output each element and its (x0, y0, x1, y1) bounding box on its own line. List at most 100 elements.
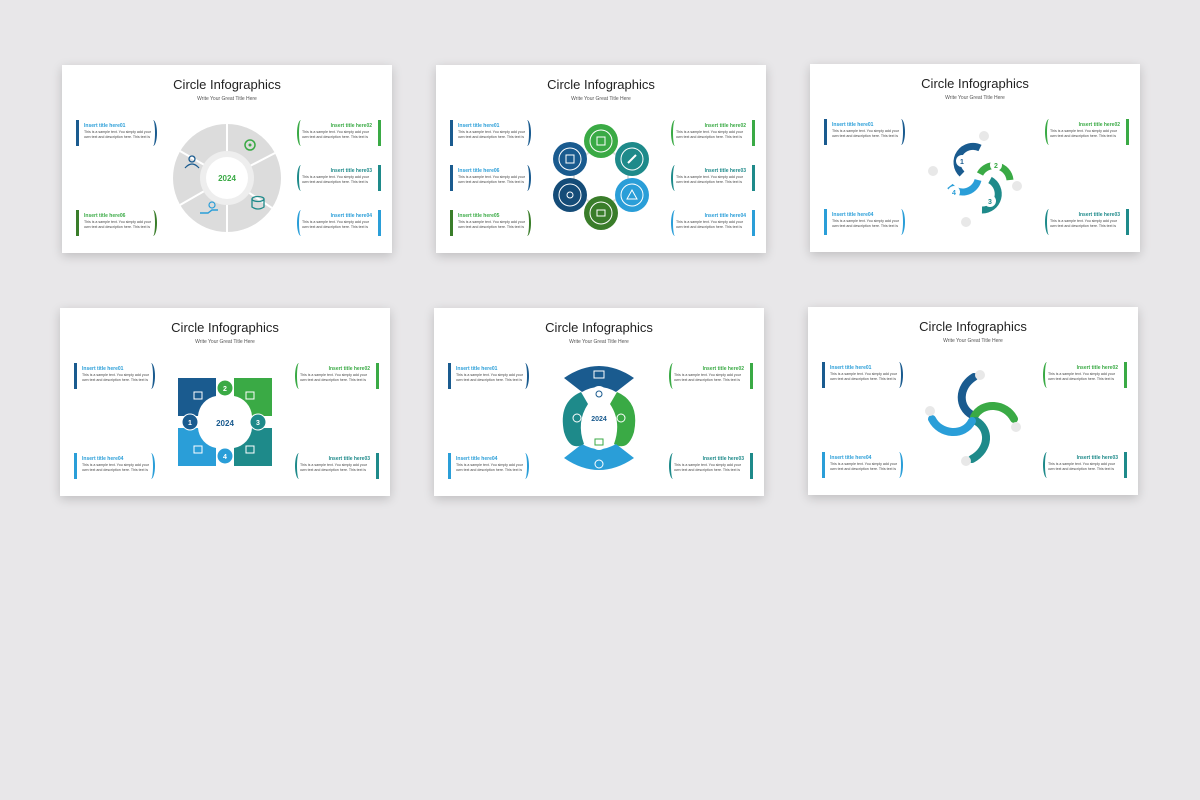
center-disc (206, 157, 248, 199)
bracket-decoration (297, 165, 305, 191)
callout-heading: Insert title here03 (1078, 212, 1120, 218)
callout-02: Insert title here02 This is a sample tex… (1043, 362, 1127, 388)
bracket-decoration (149, 120, 157, 146)
callout-01: Insert title here01 This is a sample tex… (74, 363, 155, 389)
circle-node-2 (615, 142, 649, 176)
bracket-decoration (297, 120, 305, 146)
bracket-decoration (1043, 452, 1051, 478)
slide-6[interactable]: Circle Infographics Write Your Great Tit… (808, 307, 1138, 495)
callout-text: This is a sample text. You simply add yo… (456, 463, 523, 472)
segment-left (562, 392, 588, 447)
slide-title: Circle Infographics (545, 320, 653, 335)
swirl-arm-1 (957, 373, 978, 419)
laptop-icon (593, 370, 605, 379)
shield-icon (616, 413, 626, 423)
callout-heading: Insert title here04 (82, 456, 124, 462)
team-icon (595, 390, 603, 398)
callout-text: This is a sample text. You simply add yo… (1050, 219, 1117, 228)
callout-text: This is a sample text. You simply add yo… (458, 130, 525, 139)
callout-04: Insert title here04 This is a sample tex… (824, 209, 905, 235)
settings-icon (1011, 422, 1021, 432)
gear-icon (594, 459, 604, 469)
bracket-decoration (897, 209, 905, 235)
swirl-arm-4 (928, 415, 976, 436)
camera-icon (961, 456, 971, 466)
bracket-decoration (897, 119, 905, 145)
bracket-decoration (1043, 362, 1051, 388)
callout-04: Insert title here04 This is a sample tex… (822, 452, 903, 478)
step-number: 1 (188, 420, 192, 427)
bracket-decoration (523, 165, 531, 191)
callout-text: This is a sample text. You simply add yo… (82, 373, 149, 382)
chat-icon (572, 413, 582, 423)
chart-icon (245, 445, 255, 454)
callout-text: This is a sample text. You simply add yo… (458, 175, 525, 184)
callout-01: Insert title here01 This is a sample tex… (76, 120, 157, 146)
callout-04: Insert title here04 This is a sample tex… (74, 453, 155, 479)
callout-heading: Insert title here03 (704, 168, 746, 174)
callout-01: Insert title here01 This is a sample tex… (450, 120, 531, 146)
callout-text: This is a sample text. You simply add yo… (458, 220, 525, 229)
callout-text: This is a sample text. You simply add yo… (300, 373, 367, 382)
center-year: 2024 (216, 419, 234, 428)
callout-heading: Insert title here03 (330, 168, 372, 174)
callout-text: This is a sample text. You simply add yo… (1048, 462, 1115, 471)
callout-text: This is a sample text. You simply add yo… (300, 463, 367, 472)
callout-06: Insert title here06 This is a sample tex… (76, 210, 157, 236)
circle-node-4 (584, 196, 618, 230)
slide-4[interactable]: Circle Infographics Write Your Great Tit… (60, 308, 390, 496)
document-icon (596, 136, 606, 146)
slide-2[interactable]: Circle Infographics Write Your Great Tit… (436, 65, 766, 253)
block-3 (234, 428, 272, 466)
location-pin-icon (244, 139, 256, 151)
bracket-decoration (895, 452, 903, 478)
callout-04: Insert title here04 This is a sample tex… (671, 210, 755, 236)
callout-03: Insert title here03 This is a sample tex… (1045, 209, 1129, 235)
interlocking-arcs-graphic: 1 2 3 4 (928, 131, 1022, 227)
database-check-icon (251, 195, 265, 210)
building-icon (565, 154, 575, 164)
callout-04: Insert title here04 This is a sample tex… (448, 453, 529, 479)
bracket-decoration (297, 210, 305, 236)
slide-subtitle: Write Your Great Title Here (571, 96, 631, 102)
callout-02: Insert title here02 This is a sample tex… (669, 363, 753, 389)
slide-5[interactable]: Circle Infographics Write Your Great Tit… (434, 308, 764, 496)
slide-3[interactable]: Circle Infographics Write Your Great Tit… (810, 64, 1140, 252)
callout-02: Insert title here02 This is a sample tex… (295, 363, 379, 389)
slide-1[interactable]: Circle Infographics Write Your Great Tit… (62, 65, 392, 253)
slide-title: Circle Infographics (547, 77, 655, 92)
settings-icon (1012, 181, 1022, 191)
callout-02: Insert title here02 This is a sample tex… (671, 120, 755, 146)
callout-heading: Insert title here01 (458, 123, 500, 129)
callout-heading: Insert title here01 (82, 366, 124, 372)
globe-icon (925, 406, 935, 416)
bracket-decoration (521, 363, 529, 389)
slide-subtitle: Write Your Great Title Here (197, 96, 257, 102)
callout-text: This is a sample text. You simply add yo… (674, 373, 741, 382)
circle-node-5 (553, 178, 587, 212)
callout-text: This is a sample text. You simply add yo… (302, 130, 369, 139)
callout-heading: Insert title here02 (328, 366, 370, 372)
callout-heading: Insert title here02 (1078, 122, 1120, 128)
callout-text: This is a sample text. You simply add yo… (1048, 372, 1115, 381)
globe-icon (928, 166, 938, 176)
arc-3 (981, 176, 1002, 214)
segment-top (564, 366, 634, 392)
callout-heading: Insert title here02 (330, 123, 372, 129)
callout-04: Insert title here04 This is a sample tex… (297, 210, 381, 236)
swirl-arm-2 (970, 402, 1018, 423)
step-number: 2 (994, 163, 998, 170)
bracket-decoration (671, 210, 679, 236)
block-2 (234, 378, 272, 416)
bracket-decoration (671, 120, 679, 146)
callout-text: This is a sample text. You simply add yo… (832, 219, 899, 228)
slide-title: Circle Infographics (173, 77, 281, 92)
chat-icon (961, 217, 971, 227)
step-number: 3 (988, 199, 992, 206)
callout-text: This is a sample text. You simply add yo… (1050, 129, 1117, 138)
bracket-decoration (1045, 119, 1053, 145)
bracket-decoration (149, 210, 157, 236)
callout-text: This is a sample text. You simply add yo… (676, 130, 743, 139)
callout-heading: Insert title here01 (832, 122, 874, 128)
callout-text: This is a sample text. You simply add yo… (676, 220, 743, 229)
